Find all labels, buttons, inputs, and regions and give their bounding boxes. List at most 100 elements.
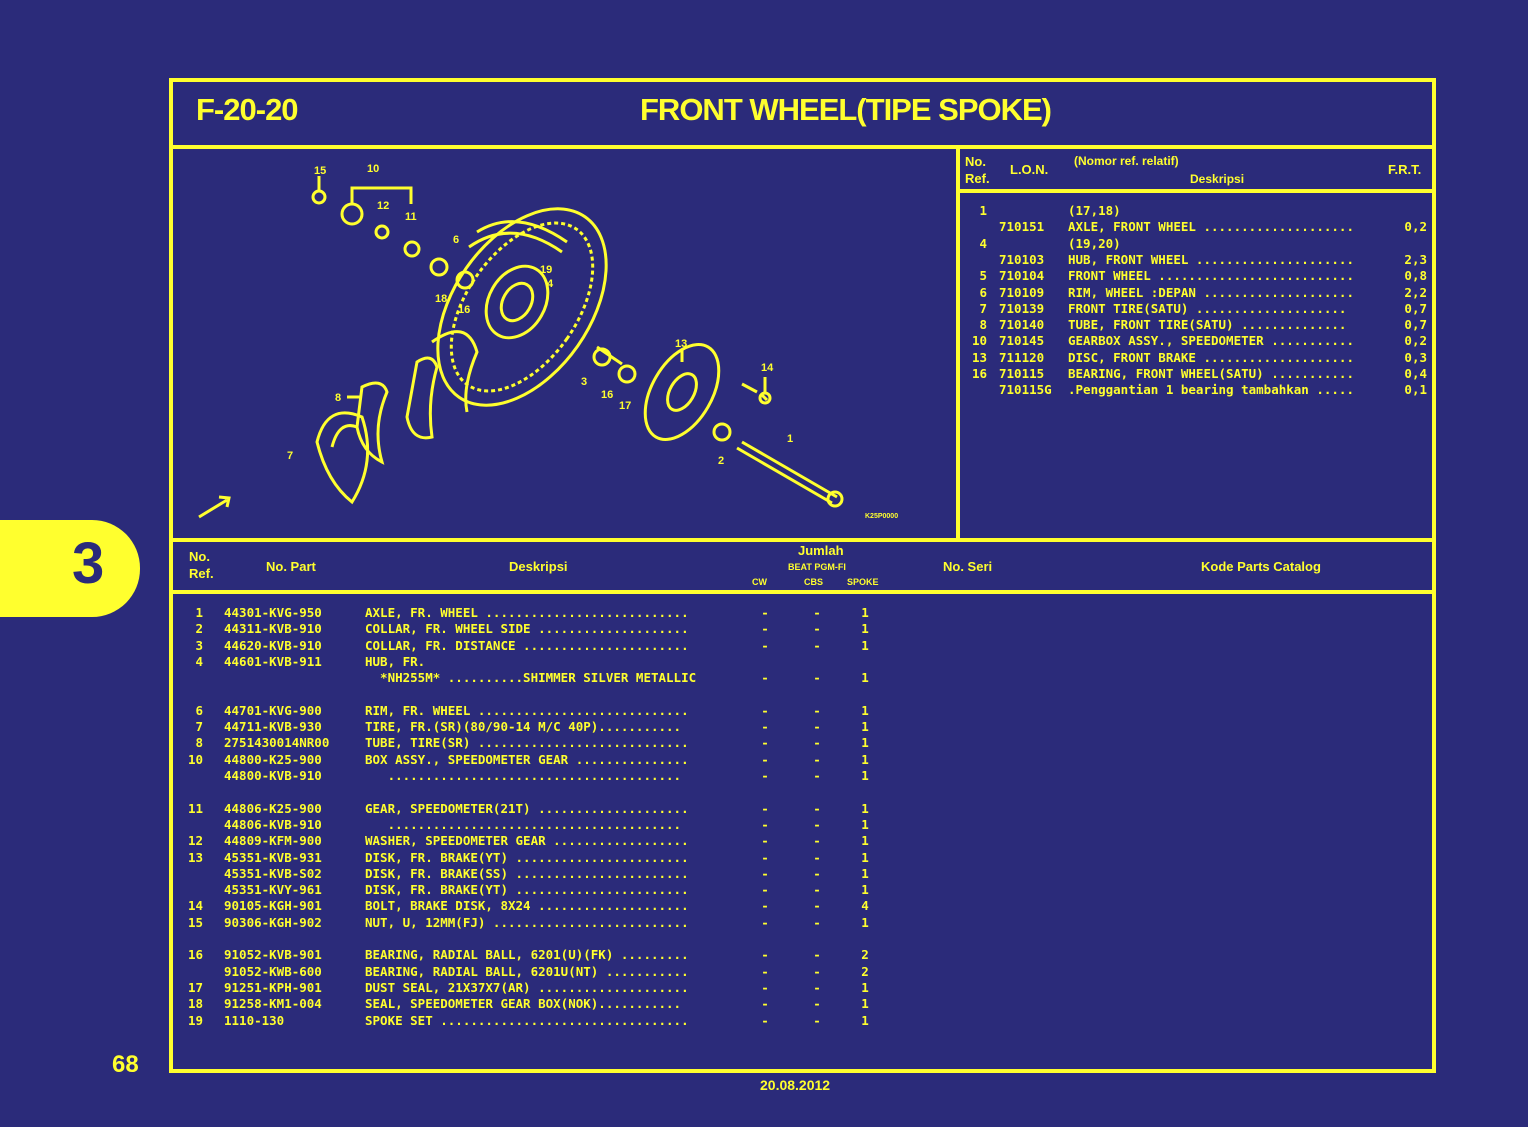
page-number: 68 [112, 1051, 139, 1078]
ref-cell-lon: 710103 [999, 251, 1045, 267]
cell-part-number: 44800-KVB-910 [224, 768, 322, 783]
exploded-diagram: 15 10 12 11 6 19 4 18 16 13 14 3 16 17 8… [177, 152, 952, 534]
cell-description: DUST SEAL, 21X37X7(AR) .................… [365, 979, 689, 995]
parts-header-model: BEAT PGM-FI [788, 562, 846, 572]
callout-14: 14 [761, 362, 774, 374]
cell-qty-spoke: 1 [861, 996, 869, 1012]
cell-qty-cw: - [761, 768, 769, 783]
cell-qty-spoke: 1 [861, 833, 869, 849]
cell-qty-cbs: - [813, 816, 821, 832]
cell-qty-spoke: 1 [861, 865, 869, 881]
cell-qty-cw: - [761, 719, 769, 735]
cell-qty-cw: - [761, 963, 769, 979]
ref-cell-frt: 2,3 [1404, 251, 1427, 267]
cell-qty-spoke: 1 [861, 621, 869, 637]
ref-cell-lon: 710115G [999, 382, 1052, 398]
cell-qty-cw: - [761, 800, 769, 816]
cell-description: DISK, FR. BRAKE(YT) ....................… [365, 882, 689, 898]
cell-qty-spoke: 1 [861, 1012, 869, 1028]
cell-qty-cw: - [761, 735, 769, 751]
cell-ref: 11 [187, 800, 203, 816]
callout-19: 19 [540, 264, 552, 276]
cell-qty-spoke: 1 [861, 719, 869, 735]
cell-ref: 8 [195, 735, 203, 751]
cell-part-number: 44800-K25-900 [224, 751, 322, 767]
title-divider [169, 145, 1436, 149]
ref-cell-desc: GEARBOX ASSY., SPEEDOMETER ........... [1068, 333, 1354, 349]
ref-cell-ref: 8 [979, 317, 987, 333]
wheel-diagram-illustration: 15 10 12 11 6 19 4 18 16 13 14 3 16 17 8… [198, 163, 898, 520]
catalog-frame [169, 78, 1436, 1073]
cell-ref: 18 [187, 996, 203, 1012]
callout-6: 6 [453, 234, 459, 246]
cell-qty-cw: - [761, 882, 769, 898]
ref-cell-ref: 4 [979, 235, 987, 251]
cell-qty-spoke: 1 [861, 914, 869, 930]
cell-qty-cw: - [761, 898, 769, 914]
callout-4: 4 [547, 278, 554, 290]
page-title: FRONT WHEEL(TIPE SPOKE) [640, 92, 1052, 127]
ref-cell-desc: FRONT TIRE(SATU) .................... [1068, 300, 1347, 316]
cell-qty-cbs: - [813, 882, 821, 898]
section-tab [0, 520, 140, 617]
ref-cell-ref: 6 [979, 284, 987, 300]
callout-8: 8 [335, 392, 341, 404]
cell-qty-spoke: 1 [861, 979, 869, 995]
callout-10: 10 [367, 163, 379, 175]
catalog-date: 20.08.2012 [760, 1077, 831, 1093]
cell-part-number: 44806-K25-900 [224, 800, 322, 816]
ref-cell-lon: 710140 [999, 317, 1045, 333]
ref-header-nomor: (Nomor ref. relatif) [1074, 154, 1179, 168]
cell-description: DISK, FR. BRAKE(YT) ....................… [365, 849, 689, 865]
ref-cell-ref: 16 [971, 366, 987, 381]
callout-16a: 16 [458, 304, 470, 316]
cell-qty-cw: - [761, 833, 769, 849]
cell-qty-spoke: 1 [861, 882, 869, 898]
cell-part-number: 91258-KM1-004 [224, 996, 322, 1012]
callout-2: 2 [718, 455, 724, 467]
cell-part-number: 44809-KFM-900 [224, 833, 322, 849]
cell-description: BOLT, BRAKE DISK, 8X24 .................… [365, 898, 689, 914]
section-tab-label: 3 [72, 531, 105, 596]
cell-qty-spoke: 2 [861, 947, 869, 963]
ref-cell-lon: 710109 [999, 284, 1045, 300]
cell-description: SPOKE SET ..............................… [365, 1012, 689, 1028]
ref-cell-frt: 2,2 [1404, 284, 1427, 300]
ref-cell-ref: 10 [971, 333, 987, 349]
ref-cell-frt: 0,7 [1404, 317, 1427, 333]
cell-qty-cw: - [761, 605, 769, 620]
cell-qty-cw: - [761, 670, 769, 686]
cell-part-number: 91052-KVB-901 [224, 947, 322, 963]
cell-qty-spoke: 1 [861, 735, 869, 751]
cell-qty-cw: - [761, 865, 769, 881]
callout-13: 13 [675, 338, 687, 350]
ref-cell-desc: .Penggantian 1 bearing tambahkan ..... [1068, 382, 1354, 398]
ref-table-row: 4(19,20) [965, 236, 1430, 252]
cell-qty-cbs: - [813, 751, 821, 767]
cell-qty-cbs: - [813, 605, 821, 620]
cell-qty-cbs: - [813, 637, 821, 653]
cell-ref: 15 [187, 914, 203, 930]
cell-part-number: 45351-KVY-961 [224, 882, 322, 898]
cell-ref: 13 [187, 849, 203, 865]
cell-part-number: 91251-KPH-901 [224, 979, 322, 995]
parts-header-kode: Kode Parts Catalog [1201, 559, 1321, 574]
cell-qty-cbs: - [813, 621, 821, 637]
ref-table-row: 1(17,18) [965, 203, 1430, 219]
ref-cell-frt: 0,2 [1404, 219, 1427, 235]
cell-ref: 1 [195, 605, 203, 620]
